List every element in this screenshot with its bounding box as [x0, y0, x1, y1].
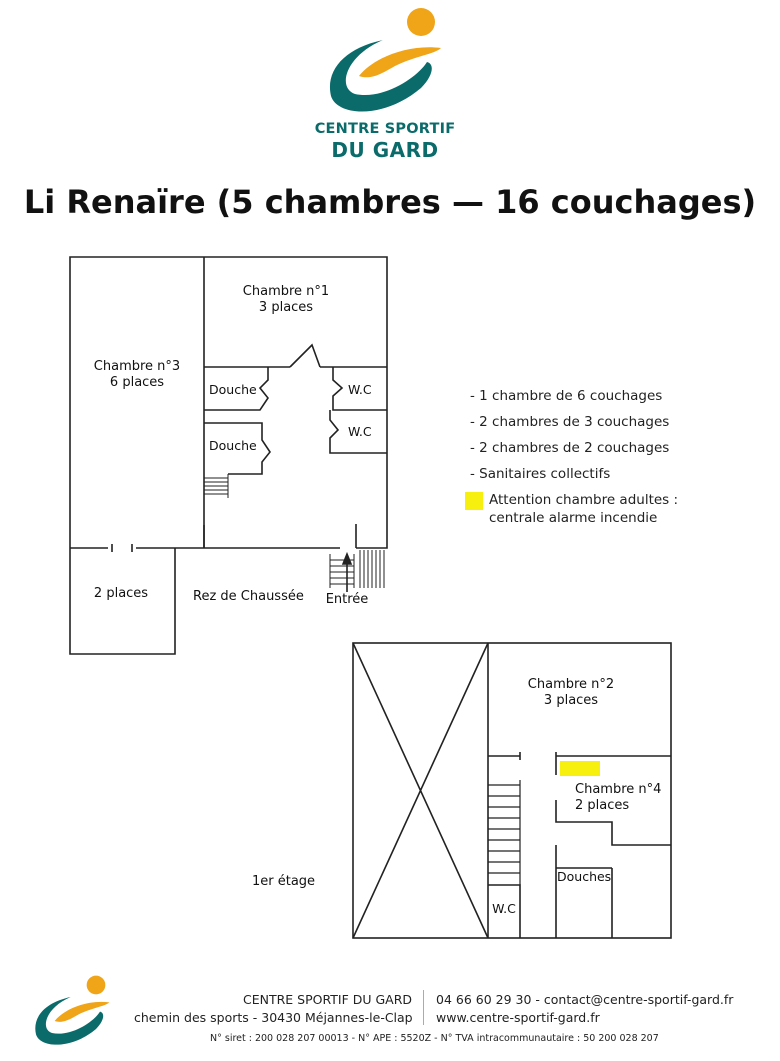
- footer-divider: [423, 990, 424, 1025]
- footer-website[interactable]: www.centre-sportif-gard.fr: [436, 1010, 600, 1025]
- footer-logo: [32, 973, 112, 1053]
- douche-1-label: Douche: [209, 382, 257, 397]
- wc-1-label: W.C: [348, 382, 372, 397]
- legend-item-2: - 2 chambres de 3 couchages: [470, 414, 670, 430]
- logo-text-line2: DU GARD: [331, 138, 439, 162]
- logo-teal-swoosh: [329, 40, 432, 112]
- room-small-capacity: 2 places: [94, 586, 148, 601]
- douche-2-label: Douche: [209, 438, 257, 453]
- wc-2-label: W.C: [348, 424, 372, 439]
- ground-floor-label: Rez de Chaussée: [193, 589, 304, 604]
- room4-name: Chambre n°4: [575, 782, 661, 797]
- footer-legal: N° siret : 200 028 207 00013 - N° APE : …: [210, 1033, 659, 1044]
- centre-sportif-logo: [325, 4, 445, 164]
- footer-contact[interactable]: 04 66 60 29 30 - contact@centre-sportif-…: [436, 992, 734, 1007]
- first-floor-plan: [352, 642, 672, 939]
- room1-capacity: 3 places: [259, 300, 313, 315]
- footer-org-name: CENTRE SPORTIF DU GARD: [243, 992, 413, 1007]
- logo-text-line1: CENTRE SPORTIF: [314, 121, 456, 137]
- legend-yellow-swatch: [465, 492, 483, 510]
- legend-warning-line2: centrale alarme incendie: [489, 510, 658, 526]
- alarm-highlight: [560, 761, 600, 776]
- entrance-label: Entrée: [326, 592, 369, 607]
- room2-name: Chambre n°2: [528, 677, 614, 692]
- legend-item-4: - Sanitaires collectifs: [470, 466, 611, 482]
- logo-orange-dot: [407, 8, 435, 36]
- room4-capacity: 2 places: [575, 798, 629, 813]
- logo-orange-swoosh: [359, 47, 441, 78]
- legend-warning-line1: Attention chambre adultes :: [489, 492, 679, 508]
- douches-label: Douches: [557, 869, 611, 884]
- room2-capacity: 3 places: [544, 693, 598, 708]
- first-floor-wc-label: W.C: [492, 901, 516, 916]
- first-floor-label: 1er étage: [252, 874, 315, 889]
- room1-name: Chambre n°1: [243, 284, 329, 299]
- page-title: Li Renaïre (5 chambres — 16 couchages): [23, 183, 757, 221]
- legend-item-3: - 2 chambres de 2 couchages: [470, 440, 670, 456]
- footer-address: chemin des sports - 30430 Méjannes-le-Cl…: [134, 1010, 413, 1025]
- room3-capacity: 6 places: [110, 375, 164, 390]
- room3-name: Chambre n°3: [94, 359, 180, 374]
- ground-floor-plan: [69, 256, 388, 655]
- legend-item-1: - 1 chambre de 6 couchages: [470, 388, 663, 404]
